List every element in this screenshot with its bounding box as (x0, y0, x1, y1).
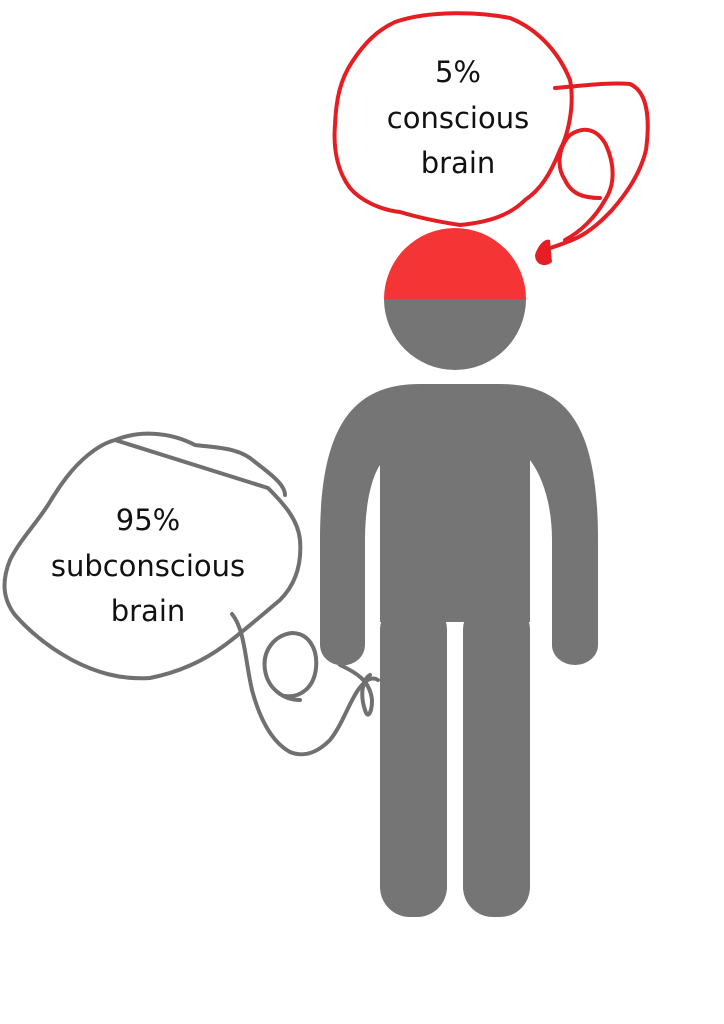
subconscious-thought-bubble (2, 431, 303, 681)
conscious-bubble-tail (543, 81, 650, 252)
conscious-brain-word: brain (421, 146, 496, 180)
conscious-bubble-tail-tip (535, 239, 552, 266)
conscious-thought-bubble (332, 11, 574, 227)
head-subconscious-half (384, 299, 526, 370)
conscious-word: conscious (387, 101, 529, 135)
subconscious-percent: 95% (116, 503, 180, 537)
subconscious-bubble-tail (230, 612, 380, 757)
subconscious-brain-word: brain (111, 594, 186, 628)
head-conscious-half (384, 228, 526, 299)
conscious-percent: 5% (435, 55, 481, 89)
left-leg (380, 600, 447, 917)
subconscious-word: subconscious (51, 549, 245, 583)
torso-and-arms (320, 384, 598, 666)
right-leg (463, 600, 530, 917)
